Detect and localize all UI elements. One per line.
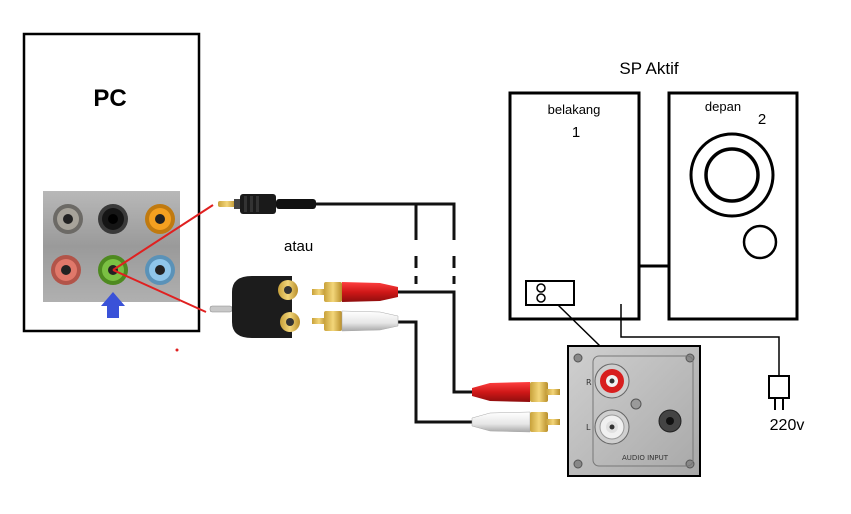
pc-jack-orange <box>145 204 175 234</box>
pc-jack-blue <box>145 255 175 285</box>
rca-y-adapter <box>209 276 300 338</box>
red-dot <box>175 348 179 352</box>
power-label: 220v <box>770 417 805 434</box>
pc-jack-black <box>98 204 128 234</box>
speaker-front-label: depan <box>705 99 741 114</box>
audio-input-caption: AUDIO INPUT <box>622 454 669 462</box>
alt-label: atau <box>284 238 313 255</box>
power-cable <box>620 304 780 376</box>
audio-input-jack-r <box>594 363 630 399</box>
power-plug-icon <box>768 375 790 410</box>
cables <box>316 202 478 424</box>
pc-jack-gray <box>53 204 83 234</box>
speaker-title: SP Aktif <box>619 59 678 78</box>
rca-plug-red-left <box>312 282 398 302</box>
mini-jack-plug <box>218 194 316 214</box>
pc-jack-pink <box>51 255 81 285</box>
pc-box: PC <box>22 32 201 333</box>
zoom-pointer-line <box>557 304 601 347</box>
rca-plug-white-left <box>312 310 399 332</box>
pc-audio-panel <box>43 191 180 302</box>
audio-input-r-label: R <box>586 378 592 387</box>
speaker-front: depan 2 <box>667 91 799 321</box>
pc-label: PC <box>93 85 126 112</box>
red-pointer-lines <box>112 204 214 313</box>
rca-plug-white-right <box>471 411 560 433</box>
audio-input-aux-jack <box>658 409 682 433</box>
speaker-back-label: belakang <box>548 102 601 117</box>
speaker-back: belakang 1 <box>508 91 641 321</box>
audio-input-panel: R L AUDIO INPUT <box>567 345 701 477</box>
speaker-front-number: 2 <box>758 111 766 128</box>
blue-arrow-icon <box>101 292 125 318</box>
speaker-back-input-box <box>525 280 575 306</box>
speaker-back-number: 1 <box>572 124 580 141</box>
rca-plug-red-right <box>472 382 560 402</box>
audio-input-l-label: L <box>586 423 591 432</box>
knob-icon <box>742 224 778 260</box>
audio-input-jack-l <box>594 409 630 445</box>
